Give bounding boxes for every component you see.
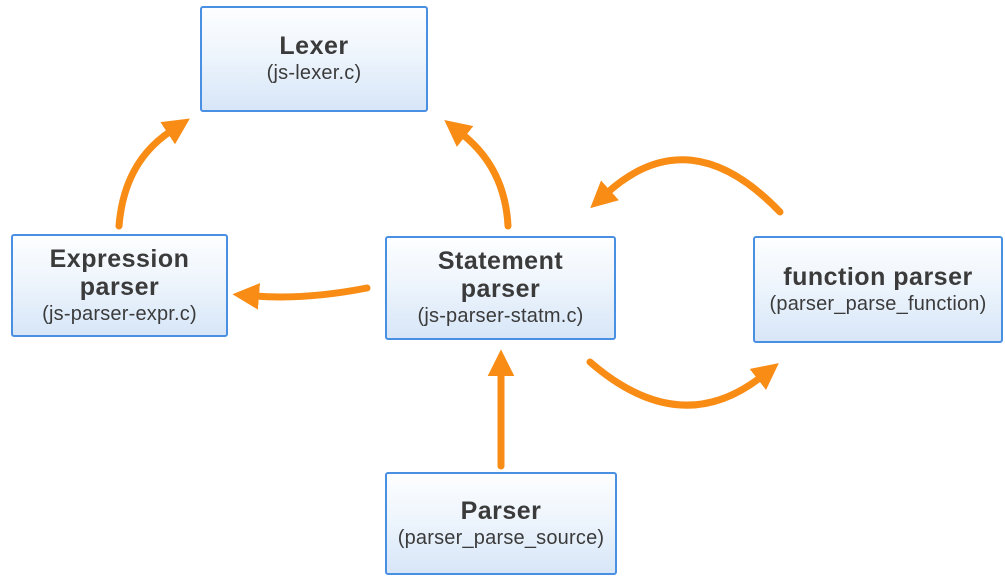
node-lexer-title: Lexer bbox=[279, 32, 349, 60]
node-statement-parser-title: Statement parser bbox=[437, 247, 564, 303]
arrow-statement-parser-to-lexer bbox=[444, 119, 512, 230]
node-parser: Parser (parser_parse_source) bbox=[385, 472, 617, 575]
node-statement-parser-subtitle: (js-parser-statm.c) bbox=[417, 305, 584, 327]
node-parser-title: Parser bbox=[460, 496, 542, 525]
arrow-statement-parser-to-function-parser bbox=[586, 358, 779, 409]
node-lexer: Lexer (js-lexer.c) bbox=[200, 6, 428, 112]
arrow-statement-parser-to-expression-parser bbox=[232, 283, 371, 310]
node-lexer-subtitle: (js-lexer.c) bbox=[266, 62, 362, 84]
node-expression-parser-subtitle: (js-parser-expr.c) bbox=[42, 302, 197, 325]
arrow-function-parser-to-statement-parser bbox=[590, 156, 784, 216]
arrow-expression-parser-to-lexer bbox=[115, 118, 190, 230]
node-expression-parser-title: Expression parser bbox=[49, 244, 190, 301]
node-statement-parser: Statement parser (js-parser-statm.c) bbox=[385, 236, 616, 340]
node-function-parser: function parser (parser_parse_function) bbox=[753, 236, 1003, 343]
node-function-parser-subtitle: (parser_parse_function) bbox=[769, 292, 987, 315]
node-parser-subtitle: (parser_parse_source) bbox=[397, 526, 605, 549]
node-function-parser-title: function parser bbox=[783, 262, 973, 291]
node-expression-parser: Expression parser (js-parser-expr.c) bbox=[11, 234, 228, 337]
